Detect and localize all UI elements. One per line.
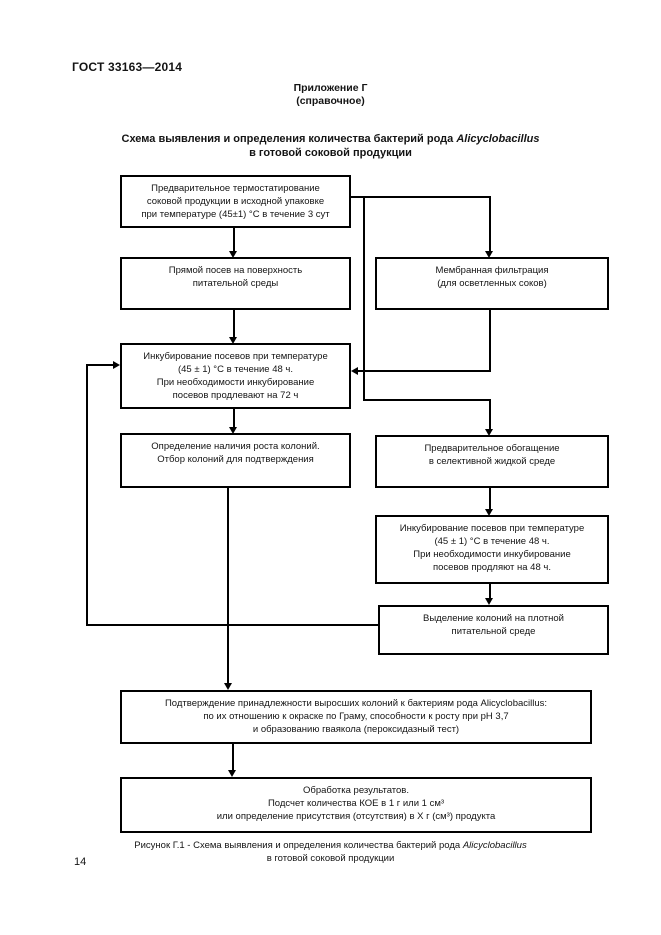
arrowhead-into-direct-seeding bbox=[229, 251, 237, 258]
connector-isolation-feedback-vertical bbox=[86, 364, 88, 626]
connector-branch-to-membrane-filtration bbox=[489, 196, 491, 253]
connector-thermostat-to-enrichment-vertical bbox=[363, 196, 365, 401]
arrowhead-into-isolation bbox=[485, 598, 493, 605]
figure-caption-prefix: Рисунок Г.1 - Схема выявления и определе… bbox=[134, 840, 463, 851]
arrowhead-into-incubation72-top bbox=[229, 337, 237, 344]
flow-box-confirmation: Подтверждение принадлежности выросших ко… bbox=[120, 690, 592, 744]
flow-box-incubation-72h: Инкубирование посевов при температуре (4… bbox=[120, 343, 351, 409]
diagram-title-organism: Alicyclobacillus bbox=[456, 133, 540, 145]
connector-feedback-into-incubation72 bbox=[86, 364, 114, 366]
flow-box-enrichment: Предварительное обогащение в селективной… bbox=[375, 435, 609, 488]
figure-caption-organism: Alicyclobacillus bbox=[462, 840, 527, 851]
connector-isolation-feedback-horizontal bbox=[86, 624, 378, 626]
arrowhead-into-incubation72-left bbox=[113, 360, 120, 369]
connector-into-enrichment-vertical bbox=[489, 399, 491, 431]
connector-thermostat-to-direct-seeding bbox=[233, 228, 235, 253]
figure-caption-line2: в готовой соковой продукции bbox=[266, 853, 395, 864]
arrowhead-into-growth-detection bbox=[229, 427, 237, 434]
arrowhead-into-incubation72-right bbox=[351, 366, 358, 375]
document-number: ГОСТ 33163—2014 bbox=[72, 60, 183, 74]
page-number: 14 bbox=[74, 856, 87, 868]
appendix-heading: Приложение Г (справочное) bbox=[0, 82, 661, 107]
connector-growth-detection-to-confirmation bbox=[227, 488, 229, 685]
arrowhead-into-results bbox=[228, 770, 236, 777]
diagram-title: Схема выявления и определения количества… bbox=[0, 132, 661, 160]
arrowhead-into-enrichment bbox=[485, 429, 493, 436]
flow-box-incubation-48h: Инкубирование посевов при температуре (4… bbox=[375, 515, 609, 584]
diagram-title-prefix: Схема выявления и определения количества… bbox=[121, 133, 457, 145]
connector-direct-seeding-to-incubation72 bbox=[233, 310, 235, 338]
arrowhead-into-membrane-filtration bbox=[485, 251, 493, 258]
flow-box-results: Обработка результатов. Подсчет количеств… bbox=[120, 777, 592, 833]
connector-incubation48-to-isolation bbox=[489, 584, 491, 599]
figure-caption-line1: Рисунок Г.1 - Схема выявления и определе… bbox=[0, 839, 661, 852]
flow-box-isolation: Выделение колоний на плотной питательной… bbox=[378, 605, 609, 655]
appendix-label: Приложение Г bbox=[293, 82, 368, 94]
flow-box-growth-detection: Определение наличия роста колоний. Отбор… bbox=[120, 433, 351, 488]
flow-box-membrane-filtration: Мембранная фильтрация (для осветленных с… bbox=[375, 257, 609, 310]
flow-box-direct-seeding: Прямой посев на поверхность питательной … bbox=[120, 257, 351, 310]
connector-thermostat-to-enrichment-horizontal bbox=[363, 399, 491, 401]
diagram-title-line1: Схема выявления и определения количества… bbox=[0, 132, 661, 146]
figure-caption: Рисунок Г.1 - Схема выявления и определе… bbox=[0, 839, 661, 865]
connector-enrichment-to-incubation48 bbox=[489, 488, 491, 510]
connector-membrane-filtration-down bbox=[489, 310, 491, 372]
flow-box-thermostat: Предварительное термостатирование соково… bbox=[120, 175, 351, 228]
appendix-note: (справочное) bbox=[296, 94, 365, 107]
arrowhead-into-incubation48 bbox=[485, 509, 493, 516]
connector-confirmation-to-results bbox=[232, 744, 234, 771]
diagram-title-line2: в готовой соковой продукции bbox=[249, 147, 412, 159]
connector-membrane-filtration-to-incubation72 bbox=[357, 370, 491, 372]
connector-incubation72-to-growth-detection bbox=[233, 409, 235, 428]
connector-thermostat-right-branch bbox=[350, 196, 491, 198]
arrowhead-into-confirmation bbox=[223, 683, 232, 690]
